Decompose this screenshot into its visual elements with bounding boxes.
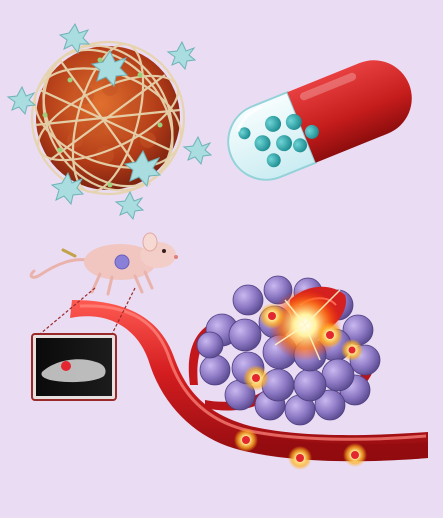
inset-connector (39, 287, 136, 335)
vessel-highlight (79, 304, 427, 441)
vessel-branch-lower (205, 380, 282, 411)
mouse-tumor-mark (114, 254, 130, 270)
vessel-branch-upper (188, 318, 228, 385)
capsule (227, 60, 412, 181)
syringe-icon (61, 248, 77, 258)
vessel-nanoparticles (234, 428, 367, 470)
vessel-cutaway (238, 430, 428, 461)
tumor-nanoparticles (243, 303, 363, 391)
mouse-ear (142, 232, 158, 252)
capsule-beads (238, 113, 319, 168)
capsule-glass-shine (236, 105, 262, 132)
nanoparticle (6, 22, 213, 221)
mouse-tail (29, 258, 97, 279)
imaging-inset (31, 333, 117, 401)
mouse-legs (90, 270, 154, 296)
tumor (196, 275, 381, 426)
mouse-eye (162, 249, 166, 253)
inset-hotspot (61, 361, 71, 371)
capsule-cap (287, 60, 412, 163)
inset-mouse-silhouette (41, 359, 106, 383)
mouse-nose (174, 255, 178, 259)
tumor-burst-rays (274, 289, 341, 361)
capsule-cap-highlight (299, 72, 357, 101)
nanoparticle-spikes (6, 22, 213, 221)
mouse (29, 232, 178, 296)
